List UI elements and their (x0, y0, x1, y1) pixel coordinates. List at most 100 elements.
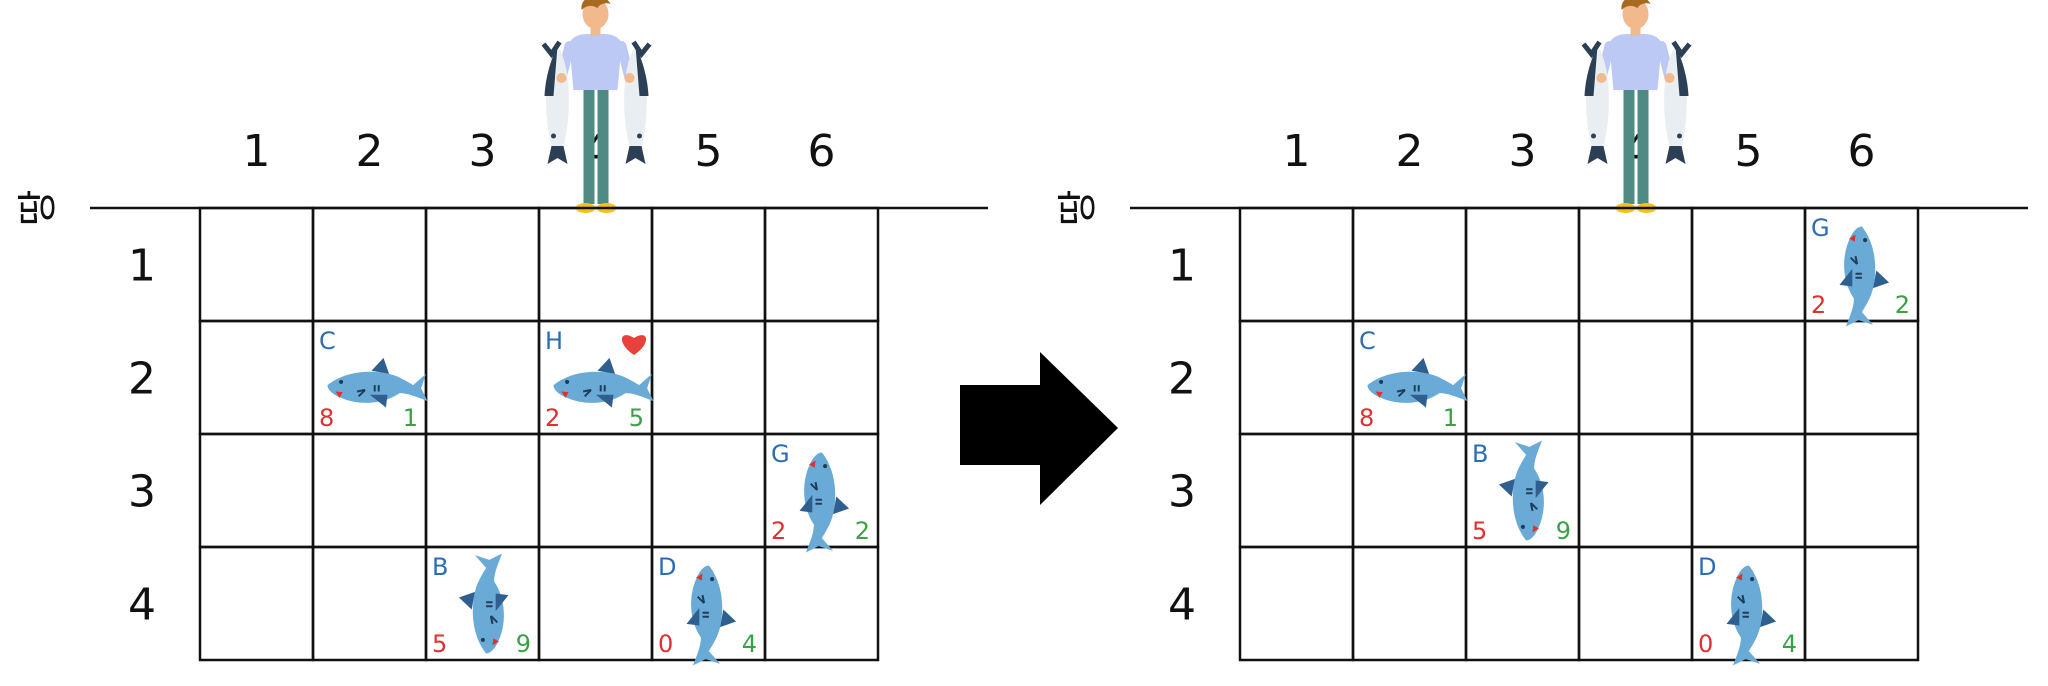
shark-D: D 0 4 (658, 553, 757, 667)
shark-speed: 9 (516, 630, 531, 658)
shark-size: 0 (1698, 630, 1713, 658)
shark-icon (1497, 439, 1550, 542)
fisherman-icon (1584, 0, 1690, 213)
row-label: 2 (1168, 354, 1196, 405)
shark-speed: 9 (1556, 517, 1571, 545)
grid-cell (1803, 545, 1920, 662)
grid-cell (1803, 432, 1920, 549)
grid-cell (1238, 206, 1355, 323)
shark-letter: D (658, 553, 676, 581)
grid-cell (1803, 319, 1920, 436)
grid-cell (1464, 319, 1581, 436)
column-label: 6 (808, 126, 836, 177)
grid-cell (1690, 432, 1807, 549)
grid-cell (424, 319, 541, 436)
shark-letter: D (1698, 553, 1716, 581)
grid-cell (311, 432, 428, 549)
shark-letter: B (432, 553, 448, 581)
fisherman-icon (544, 0, 650, 213)
grid-cell (1238, 545, 1355, 662)
column-label: 2 (356, 126, 384, 177)
grid-cell (763, 319, 880, 436)
shark-icon (457, 552, 510, 655)
shark-letter: H (545, 327, 563, 355)
shark-size: 8 (1359, 404, 1374, 432)
grid-cell (1464, 545, 1581, 662)
grid-cell (1351, 432, 1468, 549)
shark-D: D 0 4 (1698, 553, 1797, 667)
shark-size: 8 (319, 404, 334, 432)
grid-cell (1690, 319, 1807, 436)
grid-cell (763, 206, 880, 323)
column-label: 1 (243, 126, 271, 177)
row-label: 2 (128, 354, 156, 405)
column-label: 3 (469, 126, 497, 177)
shark-size: 2 (545, 404, 560, 432)
grid-cell (198, 432, 315, 549)
shark-letter: G (771, 440, 790, 468)
shark-H: H 2 5 (545, 327, 655, 432)
grid-cell (650, 319, 767, 436)
row-label: 3 (128, 467, 156, 518)
shark-speed: 2 (855, 517, 870, 545)
right-arrow-icon (960, 352, 1118, 505)
column-label: 2 (1396, 126, 1424, 177)
grid-cell (1577, 432, 1694, 549)
grid-cell (198, 545, 315, 662)
column-label: 3 (1509, 126, 1537, 177)
column-label: 5 (695, 126, 723, 177)
grid-cell (1577, 545, 1694, 662)
grid-cell (1351, 206, 1468, 323)
land-label: 땅 (1055, 190, 1101, 227)
shark-speed: 4 (1782, 630, 1797, 658)
shark-G: G 2 2 (771, 440, 870, 554)
land-label: 땅 (15, 190, 61, 227)
shark-speed: 1 (403, 404, 418, 432)
heart-icon (621, 335, 647, 355)
column-label: 1 (1283, 126, 1311, 177)
shark-icon (1838, 225, 1891, 328)
shark-size: 0 (658, 630, 673, 658)
grid-cell (763, 545, 880, 662)
shark-speed: 5 (629, 404, 644, 432)
shark-icon (1725, 564, 1778, 667)
grid-cell (311, 206, 428, 323)
grid-cell (1238, 319, 1355, 436)
column-label: 6 (1848, 126, 1876, 177)
grid-cell (537, 432, 654, 549)
grid-cell (198, 206, 315, 323)
shark-icon (798, 451, 851, 554)
shark-icon (552, 356, 655, 409)
grid-cell (537, 545, 654, 662)
grid-cell (1464, 206, 1581, 323)
shark-letter: G (1811, 214, 1830, 242)
grid-cell (1577, 319, 1694, 436)
grid-cell (537, 206, 654, 323)
row-label: 4 (128, 580, 156, 631)
row-label: 1 (128, 241, 156, 292)
shark-size: 2 (771, 517, 786, 545)
shark-speed: 4 (742, 630, 757, 658)
shark-C: C 8 1 (319, 327, 429, 432)
shark-size: 5 (432, 630, 447, 658)
shark-letter: C (1359, 327, 1376, 355)
shark-icon (1366, 356, 1469, 409)
grid-cell (311, 545, 428, 662)
row-label: 1 (1168, 241, 1196, 292)
grid-cell (1238, 432, 1355, 549)
grid-cell (1577, 206, 1694, 323)
row-label: 4 (1168, 580, 1196, 631)
grid-cell (1351, 545, 1468, 662)
grid-cell (1690, 206, 1807, 323)
shark-letter: C (319, 327, 336, 355)
grid-cell (650, 206, 767, 323)
grid-cell (650, 432, 767, 549)
shark-size: 2 (1811, 291, 1826, 319)
grid-cell (424, 206, 541, 323)
